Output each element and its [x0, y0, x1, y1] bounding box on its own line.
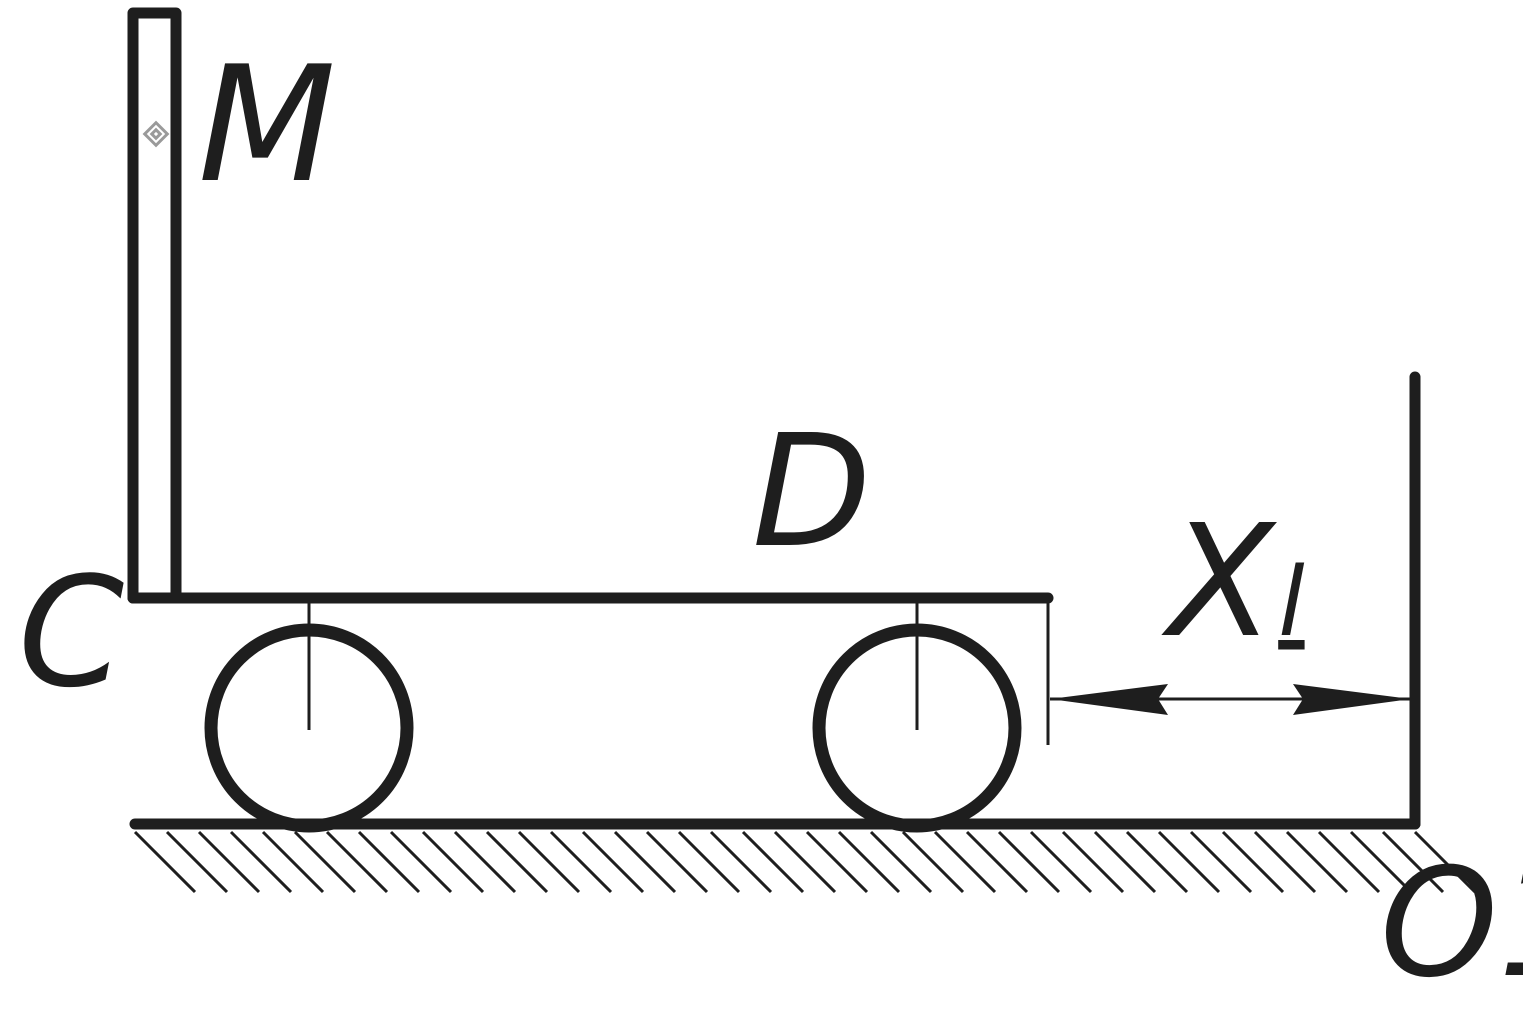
hatch-line: [293, 830, 357, 894]
arrowhead-right-icon: [1293, 684, 1411, 715]
hatch-line: [773, 830, 837, 894]
hatch-line: [613, 830, 677, 894]
arrowhead-left-icon: [1050, 684, 1168, 715]
label-point-d: D: [752, 401, 871, 582]
hatch-line: [229, 830, 293, 894]
hatch-line: [485, 830, 549, 894]
hatch-line: [805, 830, 869, 894]
hatch-line: [517, 830, 581, 894]
hatch-line: [1157, 830, 1221, 894]
hatch-line: [1189, 830, 1253, 894]
hatch-line: [581, 830, 645, 894]
label-point-m: M: [198, 31, 336, 218]
hatch-line: [1317, 830, 1381, 894]
label-point-c: C: [18, 544, 124, 721]
hatch-line: [357, 830, 421, 894]
hatch-line: [933, 830, 997, 894]
label-coordinate-subscript: l: [1278, 548, 1304, 658]
hatch-line: [709, 830, 773, 894]
hatch-line: [1349, 830, 1413, 894]
hatch-line: [549, 830, 613, 894]
label-coordinate-main: X: [1161, 491, 1277, 672]
hatch-line: [421, 830, 485, 894]
hatch-line: [1125, 830, 1189, 894]
hatch-line: [1285, 830, 1349, 894]
hatch-line: [1029, 830, 1093, 894]
hatch-line: [645, 830, 709, 894]
label-coordinate: Xl: [1161, 491, 1305, 672]
hatch-line: [1221, 830, 1285, 894]
ground-hatching: [133, 830, 1477, 894]
hatch-line: [165, 830, 229, 894]
hatch-line: [261, 830, 325, 894]
hatch-line: [965, 830, 1029, 894]
hatch-line: [1413, 830, 1477, 894]
hatch-line: [325, 830, 389, 894]
point-m-marker: [142, 120, 170, 148]
hatch-line: [997, 830, 1061, 894]
hatch-line: [1093, 830, 1157, 894]
hatch-line: [389, 830, 453, 894]
vertical-post: [127, 7, 182, 604]
dimension-arrow: [1050, 684, 1413, 715]
hatch-line: [1061, 830, 1125, 894]
hatch-line: [197, 830, 261, 894]
hatch-line: [837, 830, 901, 894]
label-origin: O1: [1380, 837, 1523, 1011]
hatch-line: [869, 830, 933, 894]
hatch-line: [1381, 830, 1445, 894]
hatch-line: [901, 830, 965, 894]
hatch-line: [677, 830, 741, 894]
hatch-line: [1253, 830, 1317, 894]
hatch-line: [741, 830, 805, 894]
hatch-line: [453, 830, 517, 894]
hatch-line: [133, 830, 197, 894]
